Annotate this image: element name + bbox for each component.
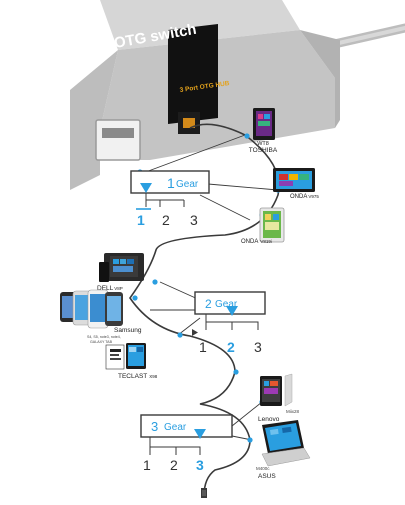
connector-lines (134, 134, 279, 441)
gear-3-word: Gear (164, 422, 187, 433)
gear-2-word: Gear (215, 299, 238, 310)
micro-usb-plug (201, 488, 207, 498)
device-toshiba: WT8 TOSHIBA (249, 108, 278, 154)
gear-1-pointer (140, 183, 152, 193)
onda-v975-label: ONDAV975 (290, 194, 319, 200)
usb-port (95, 119, 141, 161)
lenovo-brand: Lenovo (258, 416, 280, 423)
hub-label-strip (168, 24, 218, 124)
dell-label: DELLV8P (97, 285, 123, 292)
gear-2-pos-2: 2 (227, 339, 235, 355)
gear-1-pos-1: 1 (137, 212, 145, 228)
gear-1-word: Gear (176, 179, 199, 190)
gear-1-pos-2: 2 (162, 212, 170, 228)
gear-2-selector: 2 Gear 1 2 3 (192, 291, 266, 355)
device-onda-v975: ONDAV975 (273, 168, 319, 200)
gear-2-box (194, 291, 266, 315)
gear-3-selector: 3 Gear 1 2 3 (140, 414, 233, 473)
gear-1-box (130, 170, 210, 194)
gear-3-pos-2: 2 (170, 457, 178, 473)
lenovo-model: Miix28 (286, 409, 300, 414)
asus-model: M400c (256, 466, 270, 471)
gear-3-box (140, 414, 233, 438)
device-asus: M400c ASUS (256, 420, 311, 480)
toshiba-model: WT8 (257, 141, 269, 147)
samsung-tab: GALAXY TAB (90, 340, 113, 344)
hub-left-face (70, 50, 118, 190)
gear-3-pos-3: 3 (196, 457, 204, 473)
gear-3-number: 3 (151, 419, 158, 434)
gear-2-pos-3: 3 (254, 339, 262, 355)
toshiba-brand: TOSHIBA (249, 147, 278, 154)
hub-top-face (100, 0, 300, 50)
gear-2-pos-1: 1 (199, 339, 207, 355)
gear-2-pointer (226, 306, 238, 316)
gear-3-pos-1: 1 (143, 457, 151, 473)
gear-1-selector: 1 Gear 1 2 3 (130, 170, 210, 228)
otg-hub-device: OTG switch 3 Port OTG HUB (70, 0, 405, 190)
gear-1-number: 1 (167, 175, 175, 191)
device-lenovo: Miix28 Lenovo (258, 373, 300, 423)
gear-2-number: 2 (205, 297, 212, 311)
device-dell: DELLV8P (97, 253, 144, 292)
samsung-models: S4, S5, note3, note4, (87, 335, 121, 339)
device-samsung: Samsung S4, S5, note3, note4, GALAXY TAB (60, 289, 142, 344)
gear-3-pointer (194, 429, 206, 439)
gear-1-pos-3: 3 (190, 212, 198, 228)
samsung-brand: Samsung (114, 327, 142, 334)
asus-brand: ASUS (258, 473, 276, 480)
